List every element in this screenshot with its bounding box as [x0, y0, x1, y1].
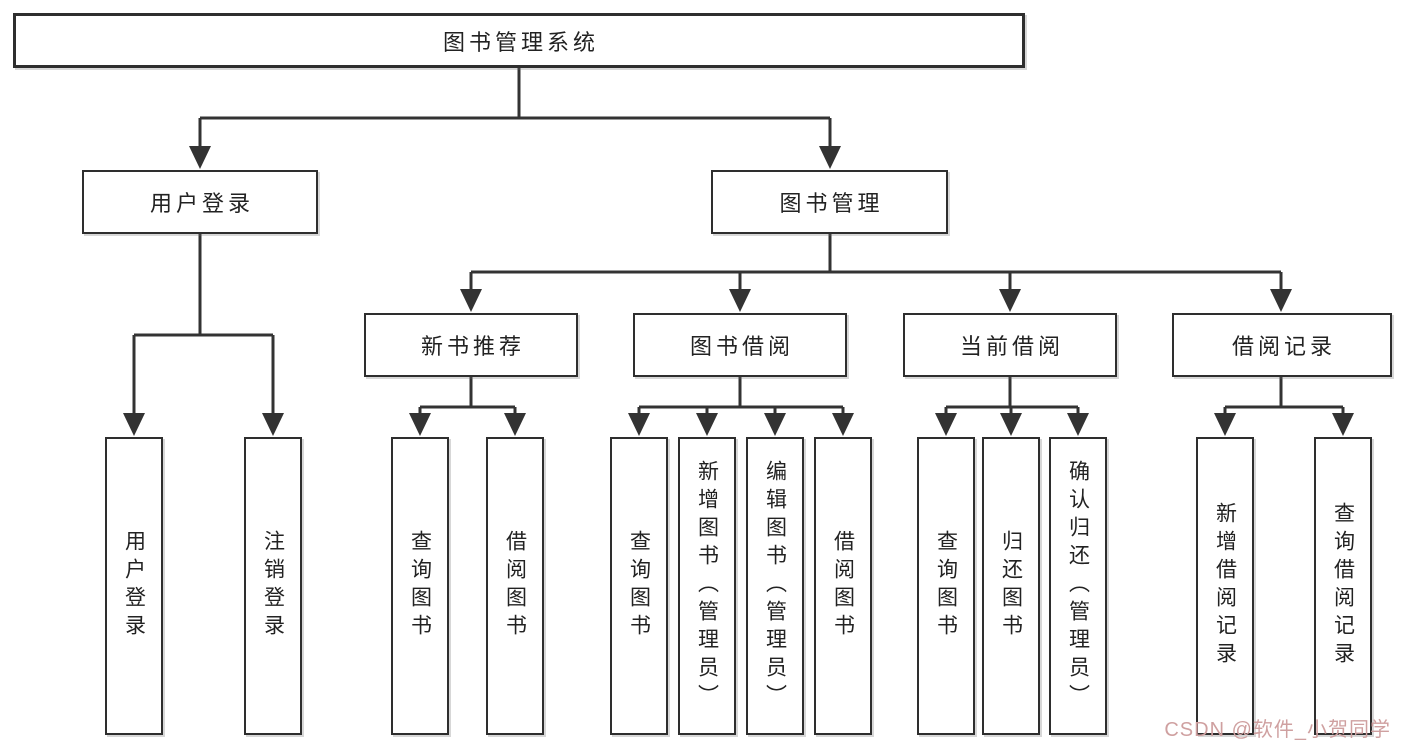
csdn-watermark: CSDN @软件_小贺同学 [1164, 719, 1391, 741]
node-label: 注销登录 [261, 530, 285, 642]
leaf-confirm-return-admin: 确认归还（管理员） [1049, 437, 1107, 735]
leaf-query-books-borrowing: 查询图书 [610, 437, 668, 735]
arrow-down-icon [504, 413, 526, 436]
arrow-down-icon [262, 413, 284, 436]
node-book-management: 图书管理 [711, 170, 948, 234]
node-label: 查询借阅记录 [1331, 502, 1355, 670]
node-label: 用户登录 [149, 191, 254, 216]
leaf-edit-book-admin: 编辑图书（管理员） [746, 437, 804, 735]
arrow-down-icon [1067, 413, 1089, 436]
node-label: 新书推荐 [420, 334, 525, 359]
node-label: 图书借阅 [689, 334, 794, 359]
node-label: 图书管理系统 [442, 29, 599, 55]
node-label: 当前借阅 [959, 334, 1064, 359]
leaf-borrow-books-recommend: 借阅图书 [486, 437, 544, 735]
node-borrowing-records: 借阅记录 [1172, 313, 1392, 377]
node-label: 借阅图书 [503, 530, 527, 642]
node-label: 确认归还（管理员） [1066, 460, 1090, 712]
node-label: 归还图书 [999, 530, 1023, 642]
node-new-book-recommendation: 新书推荐 [364, 313, 578, 377]
node-label: 用户登录 [122, 530, 146, 642]
leaf-user-login: 用户登录 [105, 437, 163, 735]
node-label: 新增图书（管理员） [695, 460, 719, 712]
arrow-down-icon [1000, 413, 1022, 436]
node-library-management-system: 图书管理系统 [13, 13, 1025, 68]
node-label: 借阅图书 [831, 530, 855, 642]
arrow-down-icon [1214, 413, 1236, 436]
leaf-add-borrow-record: 新增借阅记录 [1196, 437, 1254, 735]
leaf-logout: 注销登录 [244, 437, 302, 735]
arrow-down-icon [832, 413, 854, 436]
arrow-down-icon [819, 146, 841, 169]
leaf-query-borrow-record: 查询借阅记录 [1314, 437, 1372, 735]
arrow-down-icon [1332, 413, 1354, 436]
node-label: 图书管理 [779, 191, 884, 216]
arrow-down-icon [696, 413, 718, 436]
arrow-down-icon [628, 413, 650, 436]
connector-lines [132, 68, 1345, 415]
node-label: 查询图书 [934, 530, 958, 642]
leaf-query-books-current: 查询图书 [917, 437, 975, 735]
arrow-down-icon [999, 289, 1021, 312]
arrow-down-icon [460, 289, 482, 312]
leaf-add-book-admin: 新增图书（管理员） [678, 437, 736, 735]
arrow-down-icon [729, 289, 751, 312]
arrow-down-icon [409, 413, 431, 436]
node-current-borrowing: 当前借阅 [903, 313, 1117, 377]
leaf-return-book: 归还图书 [982, 437, 1040, 735]
node-label: 编辑图书（管理员） [763, 460, 787, 712]
arrow-down-icon [764, 413, 786, 436]
node-user-login: 用户登录 [82, 170, 318, 234]
arrow-down-icon [1270, 289, 1292, 312]
node-label: 借阅记录 [1231, 334, 1336, 359]
node-label: 查询图书 [627, 530, 651, 642]
arrowhead-icons [123, 146, 1354, 436]
leaf-query-books-recommend: 查询图书 [391, 437, 449, 735]
arrow-down-icon [189, 146, 211, 169]
arrow-down-icon [935, 413, 957, 436]
node-label: 查询图书 [408, 530, 432, 642]
leaf-borrow-books-borrowing: 借阅图书 [814, 437, 872, 735]
arrow-down-icon [123, 413, 145, 436]
node-label: 新增借阅记录 [1213, 502, 1237, 670]
node-book-borrowing: 图书借阅 [633, 313, 847, 377]
